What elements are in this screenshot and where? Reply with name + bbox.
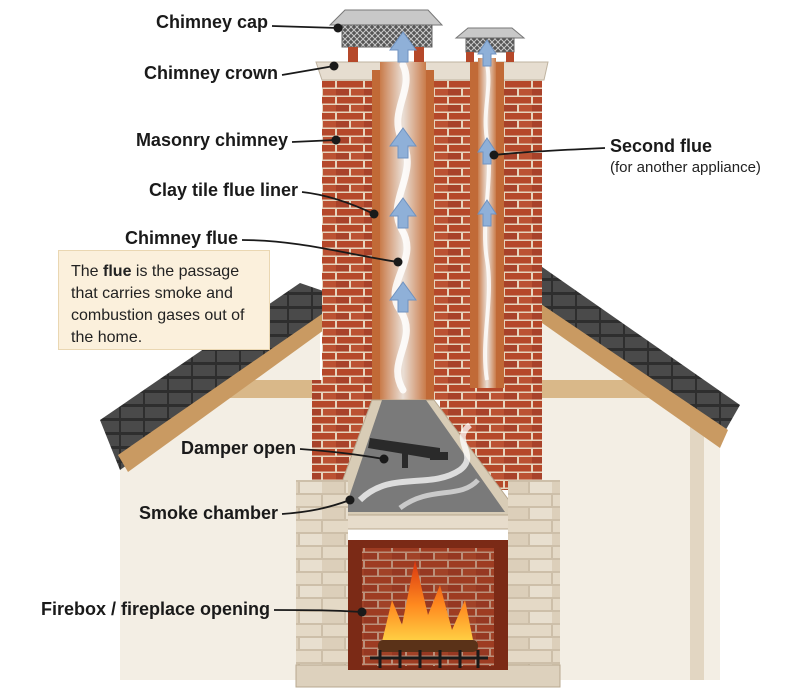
- flue-liner-left: [372, 70, 380, 400]
- leader-chimney-flue: [241, 239, 403, 267]
- info-emphasis: flue: [103, 263, 132, 280]
- log: [378, 640, 478, 652]
- leader-masonry-chimney: [291, 135, 341, 145]
- left-rafter: [118, 305, 335, 472]
- leader-second-flue: [489, 147, 606, 160]
- draft-arrows: [389, 31, 497, 313]
- masonry-center-column: [432, 70, 470, 400]
- arrow-up-icon: [389, 281, 417, 313]
- leader-chimney-crown: [281, 61, 339, 76]
- label-chimney-cap: Chimney cap: [155, 12, 268, 32]
- leader-firebox: [273, 607, 367, 617]
- flue-info-box: The flue is the passage that carries smo…: [58, 250, 270, 350]
- label-damper-open: Damper open: [180, 438, 296, 458]
- leader-smoke-chamber: [281, 495, 355, 515]
- arrow-up-icon: [477, 199, 497, 227]
- label-clay-tile-flue-liner: Clay tile flue liner: [148, 180, 298, 200]
- right-rafter: [535, 300, 728, 448]
- roof: [100, 262, 740, 472]
- fireplace: [295, 480, 561, 688]
- stone-surround-left: [296, 480, 348, 680]
- damper: [368, 438, 448, 468]
- smoke-chamber-smoke: [357, 422, 473, 503]
- chimney-cap-second: [454, 27, 526, 62]
- arrow-up-icon: [389, 197, 417, 229]
- chimney-cap-main: [328, 9, 444, 62]
- flue-liner-right: [426, 70, 434, 400]
- arrow-up-icon: [477, 39, 497, 67]
- main-flue: [372, 61, 434, 400]
- leader-lines: [241, 23, 606, 617]
- flame: [380, 560, 475, 650]
- info-suffix: is the passage that carries smoke and co…: [71, 263, 245, 346]
- label-second-flue-note: (for another appliance): [610, 159, 761, 176]
- smoke-main: [391, 61, 411, 394]
- label-masonry-chimney: Masonry chimney: [135, 130, 288, 150]
- grate: [370, 650, 488, 668]
- right-wall-post: [690, 420, 704, 680]
- label-smoke-chamber: Smoke chamber: [138, 503, 278, 523]
- arrow-up-icon: [389, 127, 417, 159]
- label-firebox: Firebox / fireplace opening: [40, 599, 270, 619]
- mantel-shelf: [317, 514, 535, 530]
- left-roof: [100, 283, 335, 470]
- label-chimney-flue: Chimney flue: [124, 228, 238, 248]
- stone-surround-right: [508, 480, 560, 680]
- leader-clay-tile: [301, 191, 379, 219]
- info-prefix: The: [71, 263, 104, 280]
- leader-chimney-cap: [271, 23, 343, 33]
- leader-damper: [299, 448, 389, 464]
- right-roof: [535, 262, 740, 440]
- label-second-flue: Second flue: [610, 136, 713, 156]
- arrow-up-icon: [389, 31, 417, 63]
- label-chimney-crown: Chimney crown: [143, 63, 278, 83]
